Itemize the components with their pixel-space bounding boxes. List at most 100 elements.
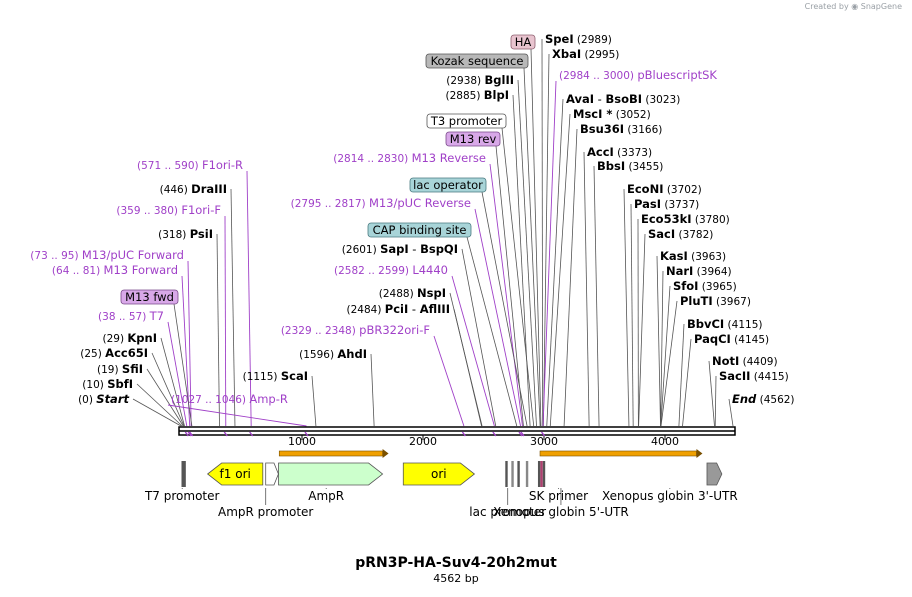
enzyme-leader	[661, 301, 677, 426]
snapgene-credit: Created by ◉ SnapGene	[805, 2, 902, 11]
enzyme-site-label: KasI (3963)	[660, 249, 726, 263]
enzyme-position: (10)	[82, 379, 107, 391]
feature-tag-label: HA	[515, 35, 532, 49]
enzyme-name: BglII	[485, 73, 515, 87]
enzyme-position: (2601)	[342, 244, 380, 256]
enzyme-site-label: SpeI (2989)	[545, 32, 612, 46]
enzyme-name: NspI	[417, 286, 446, 300]
primer-range: (64 .. 81)	[52, 265, 104, 277]
enzyme-leader	[624, 189, 629, 426]
feature-tag-label: M13 fwd	[125, 290, 174, 304]
primer-label: (73 .. 95) M13/pUC Forward	[30, 248, 184, 262]
primer-name: F1ori-F	[181, 203, 221, 217]
enzyme-name-2: BsoBI	[606, 92, 643, 106]
enzyme-leader	[715, 376, 716, 426]
enzyme-position: (2488)	[379, 288, 417, 300]
enzyme-position: (3166)	[624, 124, 662, 136]
enzyme-site-label: SfoI (3965)	[673, 279, 737, 293]
enzyme-name: ScaI	[281, 369, 308, 383]
enzyme-site-label: Bsu36I (3166)	[580, 122, 662, 136]
enzyme-position: (1596)	[299, 349, 337, 361]
feature-tick	[543, 461, 545, 487]
enzyme-name: BbvCI	[687, 317, 724, 331]
enzyme-site-label: (446) DraIII	[160, 182, 227, 196]
enzyme-position: (4415)	[750, 371, 788, 383]
primer-label: (38 .. 57) T7	[98, 309, 164, 323]
enzyme-leader	[679, 324, 684, 426]
enzyme-site-label: (318) PsiI	[158, 227, 213, 241]
primer-range: (2814 .. 2830)	[333, 153, 411, 165]
enzyme-name: KpnI	[127, 331, 157, 345]
enzyme-position: (3964)	[693, 266, 731, 278]
feature-track-label: Xenopus globin 5'-UTR	[493, 505, 629, 519]
primer-name: M13 Reverse	[412, 151, 486, 165]
feature-tick	[540, 461, 542, 487]
enzyme-star: *	[602, 107, 612, 121]
enzyme-name: MscI	[573, 107, 602, 121]
enzyme-leader	[594, 166, 599, 426]
primer-label: (2984 .. 3000) pBluescriptSK	[559, 68, 717, 82]
primer-label: (2814 .. 2830) M13 Reverse	[333, 151, 486, 165]
primer-range: (1027 .. 1046)	[171, 394, 249, 406]
primer-name: F1ori-R	[202, 158, 243, 172]
primer-name: L4440	[412, 263, 448, 277]
feature-name: f1 ori	[220, 467, 251, 481]
enzyme-position: (3780)	[692, 214, 730, 226]
enzyme-position: (3455)	[625, 161, 663, 173]
ruler-tick-label: 4000	[651, 435, 679, 448]
enzyme-name: SbfI	[107, 377, 133, 391]
primer-range: (38 .. 57)	[98, 311, 150, 323]
snapgene-logo-icon: ◉	[851, 2, 858, 11]
enzyme-site-label: BbvCI (4115)	[687, 317, 762, 331]
enzyme-leader	[657, 256, 661, 426]
enzyme-position: (3963)	[688, 251, 726, 263]
enzyme-site-label: NarI (3964)	[666, 264, 732, 278]
enzyme-name: PciI	[385, 302, 408, 316]
primer-leader	[247, 171, 251, 426]
primer-range: (2795 .. 2817)	[291, 198, 369, 210]
enzyme-site-label: (10) SbfI	[82, 377, 133, 391]
enzyme-site-label: (0) Start	[78, 392, 129, 406]
enzyme-leader	[709, 361, 714, 426]
enzyme-site-label: AvaI - BsoBI (3023)	[566, 92, 680, 106]
site-labels: (0) Start(10) SbfI(19) SfiI(25) Acc65I(2…	[30, 32, 794, 406]
enzyme-position: (2484)	[347, 304, 385, 316]
enzyme-position: (2989)	[574, 34, 612, 46]
enzyme-position: (3052)	[612, 109, 650, 121]
feature-arrow	[279, 463, 383, 485]
plasmid-length: 4562 bp	[433, 572, 478, 585]
enzyme-site-label: (2938) BglII	[446, 73, 514, 87]
enzyme-position: (3023)	[642, 94, 680, 106]
enzyme-position: (3373)	[614, 147, 652, 159]
enzyme-name: SapI	[380, 242, 409, 256]
primer-label: (2795 .. 2817) M13/pUC Reverse	[291, 196, 471, 210]
primer-range: (73 .. 95)	[30, 250, 82, 262]
primer-name: T7	[149, 309, 164, 323]
enzyme-leader	[543, 54, 549, 426]
enzyme-name: AhdI	[337, 347, 367, 361]
enzyme-name-2: BspQI	[420, 242, 458, 256]
enzyme-name: PluTI	[680, 294, 713, 308]
enzyme-name: PsiI	[190, 227, 213, 241]
enzyme-name: NarI	[666, 264, 693, 278]
enzyme-name: SfiI	[122, 362, 143, 376]
enzyme-leader	[371, 354, 374, 426]
feature-leader	[531, 49, 541, 426]
primer-name: pBR322ori-F	[359, 323, 430, 337]
enzyme-site-label: (19) SfiI	[97, 362, 143, 376]
feature-name: ori	[431, 467, 447, 481]
feature-tick	[183, 461, 185, 487]
enzyme-name-2: AflIII	[420, 302, 450, 316]
feature-tag-label: M13 rev	[450, 132, 497, 146]
primer-range: (2329 .. 2348)	[281, 325, 359, 337]
enzyme-position: (3737)	[661, 199, 699, 211]
enzyme-name: BbsI	[597, 159, 625, 173]
enzyme-leader	[450, 293, 482, 426]
feature-tick	[505, 461, 507, 487]
enzyme-name: PasI	[634, 197, 661, 211]
enzyme-name: SfoI	[673, 279, 698, 293]
feature-tag-label: Kozak sequence	[431, 54, 524, 68]
